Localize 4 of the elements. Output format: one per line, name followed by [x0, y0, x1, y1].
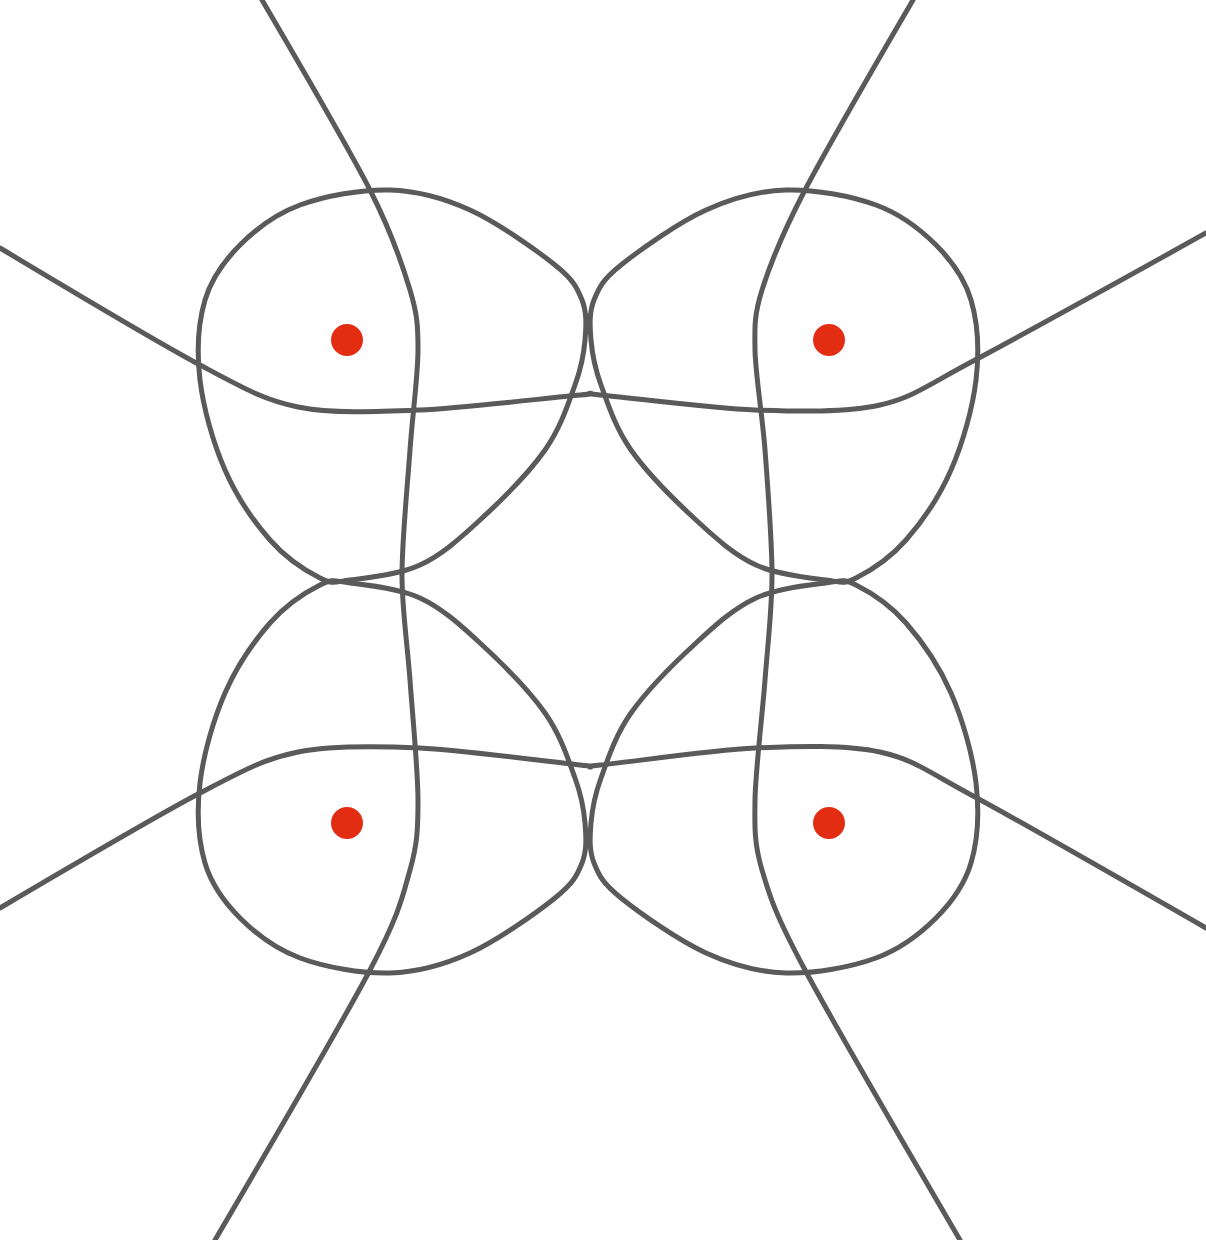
point-dot [813, 324, 845, 356]
point-dot [331, 807, 363, 839]
point-dot [813, 807, 845, 839]
point-dot [331, 324, 363, 356]
